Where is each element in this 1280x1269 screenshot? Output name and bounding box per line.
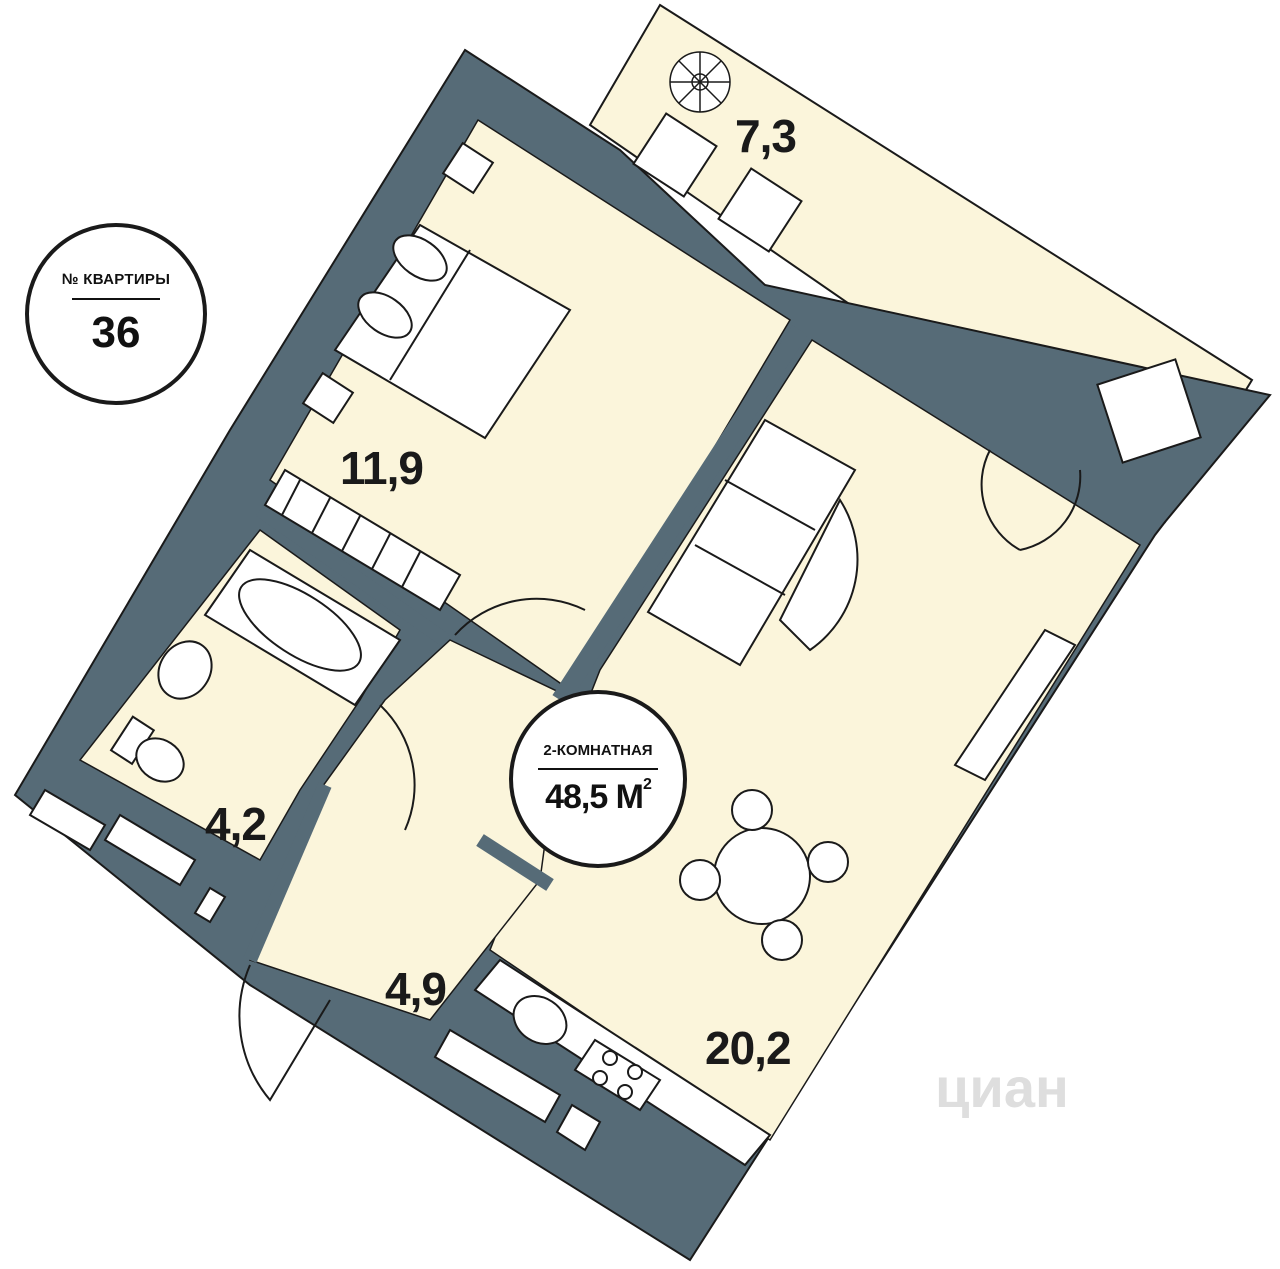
total-area-value: 48,5 М [545, 777, 644, 816]
bedroom-area-label: 11,9 [340, 442, 423, 494]
watermark-logo: циан [935, 1056, 1069, 1119]
partition [476, 834, 554, 891]
balcony-area-label: 7,3 [735, 110, 796, 162]
bathtub [203, 548, 402, 707]
toilet [109, 715, 185, 783]
partition [552, 325, 808, 705]
apartment-number-badge: № КВАРТИРЫ 36 [25, 223, 207, 405]
kitchen-counter [473, 958, 772, 1167]
dining-table [713, 827, 811, 925]
living-area-label: 20,2 [705, 1022, 791, 1074]
balcony-chairs [632, 112, 1202, 464]
badge-divider [72, 297, 160, 300]
sofa [646, 418, 859, 667]
partition [243, 782, 332, 963]
apartment-number: 36 [91, 307, 141, 357]
door-swings [238, 449, 1082, 1102]
apartment-number-caption: № КВАРТИРЫ [61, 270, 171, 288]
total-area-unit-sup: 2 [643, 775, 652, 793]
apartment-type: 2-КОМНАТНАЯ [543, 741, 653, 759]
total-area-badge: 2-КОМНАТНАЯ 48,5 М2 [509, 690, 687, 868]
nightstand [301, 371, 355, 425]
partition [255, 504, 450, 646]
tv-unit [953, 628, 1077, 782]
plant-icon [669, 51, 731, 113]
bed [333, 223, 572, 440]
bathroom-area-label: 4,2 [205, 798, 266, 850]
dining-chairs [679, 789, 849, 961]
badge-divider [538, 767, 658, 770]
wardrobe [263, 468, 462, 612]
wall-niches [28, 788, 602, 1152]
nightstand [441, 141, 495, 195]
hallway-area-label: 4,9 [385, 963, 446, 1015]
sink [157, 640, 213, 700]
total-area: 48,5 М2 [545, 775, 652, 817]
